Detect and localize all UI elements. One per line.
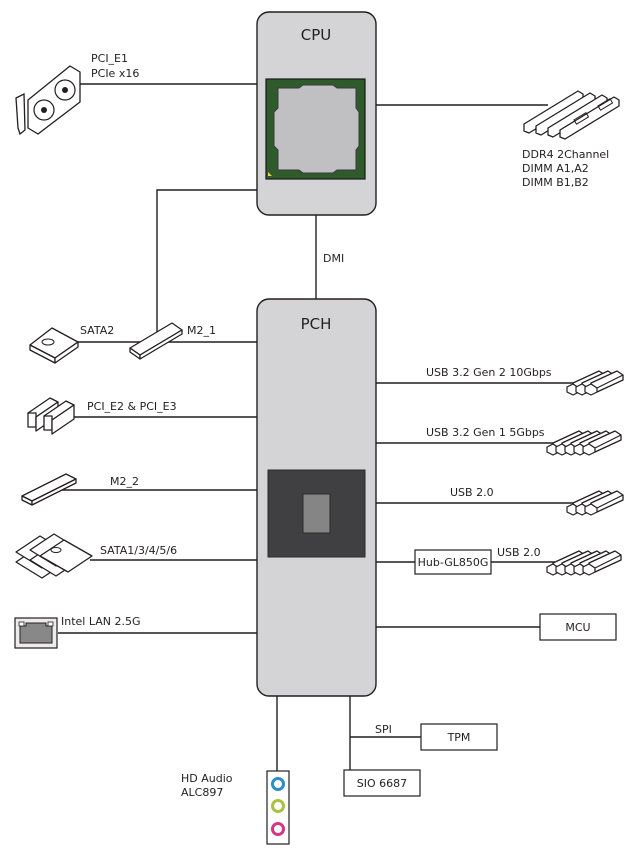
audio-jack-green-icon[interactable] — [271, 799, 285, 813]
m2-ssd-icon-2[interactable] — [21, 473, 77, 506]
memory-label-3: DIMM B1,B2 — [522, 176, 589, 189]
m2-2-label: M2_2 — [110, 475, 139, 488]
sio-box[interactable] — [343, 769, 421, 797]
hub-usb20-label: USB 2.0 — [497, 546, 541, 559]
memory-label-2: DIMM A1,A2 — [522, 162, 589, 175]
audio-label-1: HD Audio — [181, 772, 233, 785]
mcu-block[interactable]: MCU — [539, 613, 617, 641]
tpm-block[interactable]: TPM — [420, 723, 498, 751]
usb-drives-icon-usb20 — [566, 490, 624, 516]
hub-block[interactable]: Hub-GL850G — [414, 549, 492, 575]
ethernet-port-icon[interactable] — [14, 617, 58, 649]
graphics-card-icon — [15, 65, 81, 136]
usb-drive-icon — [584, 370, 624, 396]
dmi-label: DMI — [323, 252, 344, 265]
sio-label: SIO 6687 — [357, 777, 407, 790]
audio-jack-pink-icon[interactable] — [271, 822, 285, 836]
cpu-label: CPU — [301, 26, 332, 44]
pcie-e1-label: PCI_E1 — [91, 52, 128, 65]
cpu-block[interactable]: CPU — [256, 11, 377, 216]
usb-drives-icon-gen1 — [546, 430, 622, 456]
usb-drive-icon — [582, 430, 622, 456]
memory-label-1: DDR4 2Channel — [522, 148, 609, 161]
pch-block[interactable]: PCH — [256, 298, 377, 697]
usb-drives-icon-hub — [546, 550, 622, 576]
hdd-icon-sata2 — [29, 327, 79, 364]
usb-gen2-label: USB 3.2 Gen 2 10Gbps — [426, 366, 552, 379]
tpm-label: TPM — [447, 731, 471, 744]
audio-label-2: ALC897 — [181, 786, 223, 799]
usb-drives-icon-gen2 — [566, 370, 624, 396]
line-cpu-m2-1 — [156, 189, 257, 340]
pch-chip-icon — [267, 469, 366, 558]
hub-label: Hub-GL850G — [418, 556, 489, 569]
audio-jacks-panel — [266, 770, 290, 845]
mcu-label: MCU — [565, 621, 590, 634]
audio-jack-blue-icon[interactable] — [271, 777, 285, 791]
mcu-box[interactable] — [539, 613, 617, 641]
sio-block[interactable]: SIO 6687 — [343, 769, 421, 797]
sata-multi-label: SATA1/3/4/5/6 — [100, 544, 177, 557]
usb-drive-icon — [582, 550, 622, 576]
m2-1-label: M2_1 — [187, 324, 216, 337]
tpm-box[interactable] — [420, 723, 498, 751]
pch-label: PCH — [301, 315, 332, 333]
usb-gen1-label: USB 3.2 Gen 1 5Gbps — [426, 426, 545, 439]
cpu-chip-icon — [265, 78, 366, 180]
sata2-label: SATA2 — [80, 324, 114, 337]
spi-label: SPI — [375, 723, 392, 736]
pcie-e1-sub-label: PCIe x16 — [91, 67, 139, 80]
usb20-label: USB 2.0 — [450, 486, 494, 499]
lan-label: Intel LAN 2.5G — [61, 615, 141, 628]
hub-box[interactable] — [414, 549, 492, 575]
dimm-modules-icon — [523, 90, 620, 140]
hdd-stack-icon — [15, 533, 93, 579]
pcie-e2-e3-label: PCI_E2 & PCI_E3 — [87, 400, 177, 413]
m2-ssd-icon-1[interactable] — [129, 322, 183, 360]
usb-drive-icon — [584, 490, 624, 516]
pcie-slots-icon — [27, 397, 75, 435]
